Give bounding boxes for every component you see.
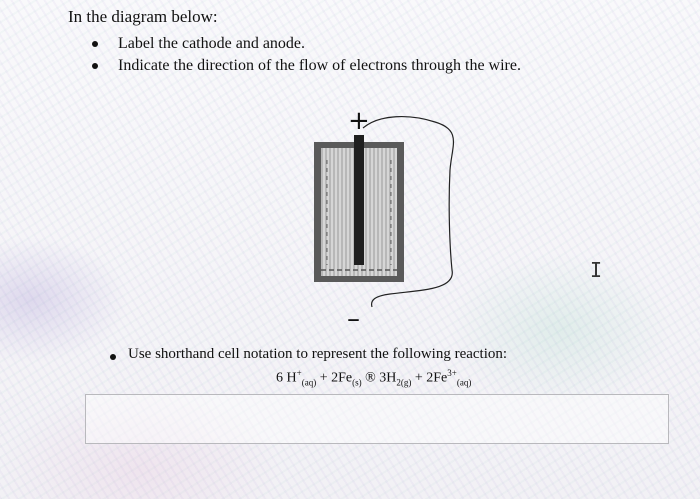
reactant-fe: + 2Fe <box>319 370 353 386</box>
bullet-icon <box>92 41 98 47</box>
instruction-label-cathode-anode: Label the cathode and anode. <box>118 35 306 52</box>
reactant-h: 6 H <box>276 370 297 386</box>
product-h2-state: 2(g) <box>396 377 412 388</box>
positive-terminal-label: + <box>348 106 370 136</box>
product-fe-charge: 3+ <box>447 368 457 378</box>
answer-input-box[interactable] <box>85 394 669 444</box>
product-fe-state: (aq) <box>456 377 472 388</box>
electrochemical-cell-diagram: + – <box>314 106 455 330</box>
product-fe: + 2Fe <box>414 370 448 386</box>
reactant-fe-state: (s) <box>352 377 362 388</box>
bullet-icon <box>110 354 116 360</box>
instruction-electron-flow: Indicate the direction of the flow of el… <box>118 57 521 74</box>
instruction-list: Label the cathode and anode. Indicate th… <box>92 33 521 77</box>
question-2-text: Use shorthand cell notation to represent… <box>128 346 508 362</box>
text-cursor-icon: I <box>590 258 603 282</box>
electrode-rod <box>354 135 364 265</box>
instruction-item: Label the cathode and anode. <box>92 33 521 55</box>
external-wire <box>362 116 455 308</box>
reaction-equation: 6 H+(aq) + 2Fe(s) ® 3H2(g) + 2Fe3+(aq) <box>276 368 471 387</box>
question-heading: In the diagram below: <box>68 7 218 26</box>
reactant-h-state: (aq) <box>301 377 317 388</box>
bullet-icon <box>92 63 98 69</box>
reactant-h-charge: + <box>296 368 302 378</box>
product-h2: ® 3H <box>365 370 397 386</box>
instruction-item: Indicate the direction of the flow of el… <box>92 55 521 77</box>
negative-terminal-label: – <box>347 304 360 330</box>
